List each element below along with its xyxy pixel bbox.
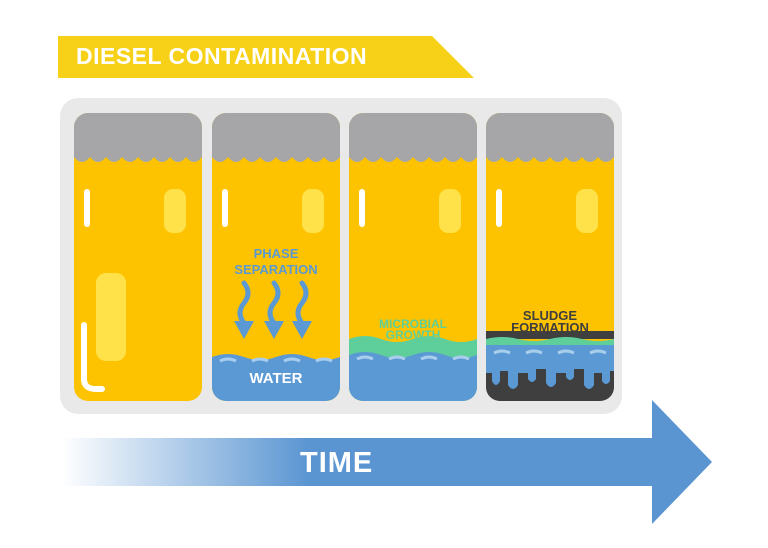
tank-stage-4: SLUDGE FORMATION: [486, 113, 614, 401]
title-banner: DIESEL CONTAMINATION: [58, 36, 478, 78]
time-label: TIME: [300, 447, 374, 479]
phase-label-line1: PHASE: [253, 246, 299, 261]
sludge-label-line1: SLUDGE: [522, 308, 578, 323]
title-banner-shape: [58, 36, 474, 78]
microbial-label-line1: MICROBIAL: [379, 317, 447, 331]
page-title: DIESEL CONTAMINATION: [76, 43, 368, 69]
water-label: WATER: [249, 370, 303, 387]
phase-label-line2: SEPARATION: [234, 262, 318, 277]
tank-stage-2: PHASE SEPARATION WATER: [212, 113, 340, 401]
sludge-label-line2: FORMATION: [511, 320, 589, 335]
tank-stage-1: [74, 113, 202, 401]
time-arrow-icon: [62, 400, 712, 524]
tank-stage-3: MICROBIAL GROWTH: [349, 113, 477, 401]
microbial-label-line2: GROWTH: [385, 328, 441, 342]
wavy-arrow-down-icon: [237, 280, 309, 326]
